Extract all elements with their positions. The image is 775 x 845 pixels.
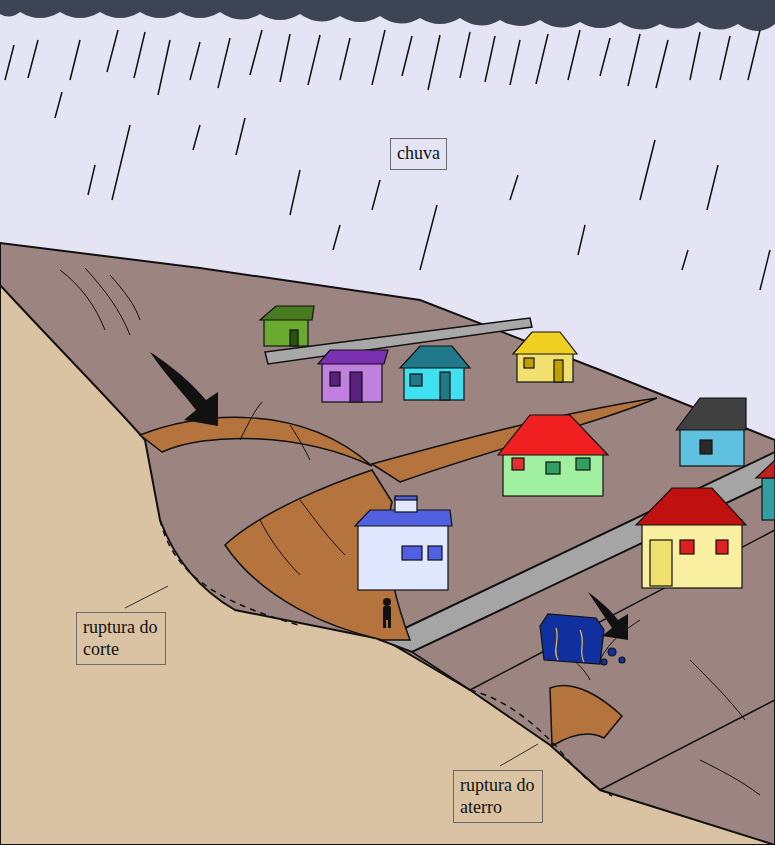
label-text: ruptura do corte (83, 617, 159, 660)
cut-rupture-label: ruptura do corte (76, 612, 166, 665)
rain-label: chuva (390, 138, 447, 170)
label-text: chuva (397, 143, 440, 165)
label-text: ruptura do aterro (460, 775, 536, 818)
fill-rupture-label: ruptura do aterro (453, 770, 543, 823)
